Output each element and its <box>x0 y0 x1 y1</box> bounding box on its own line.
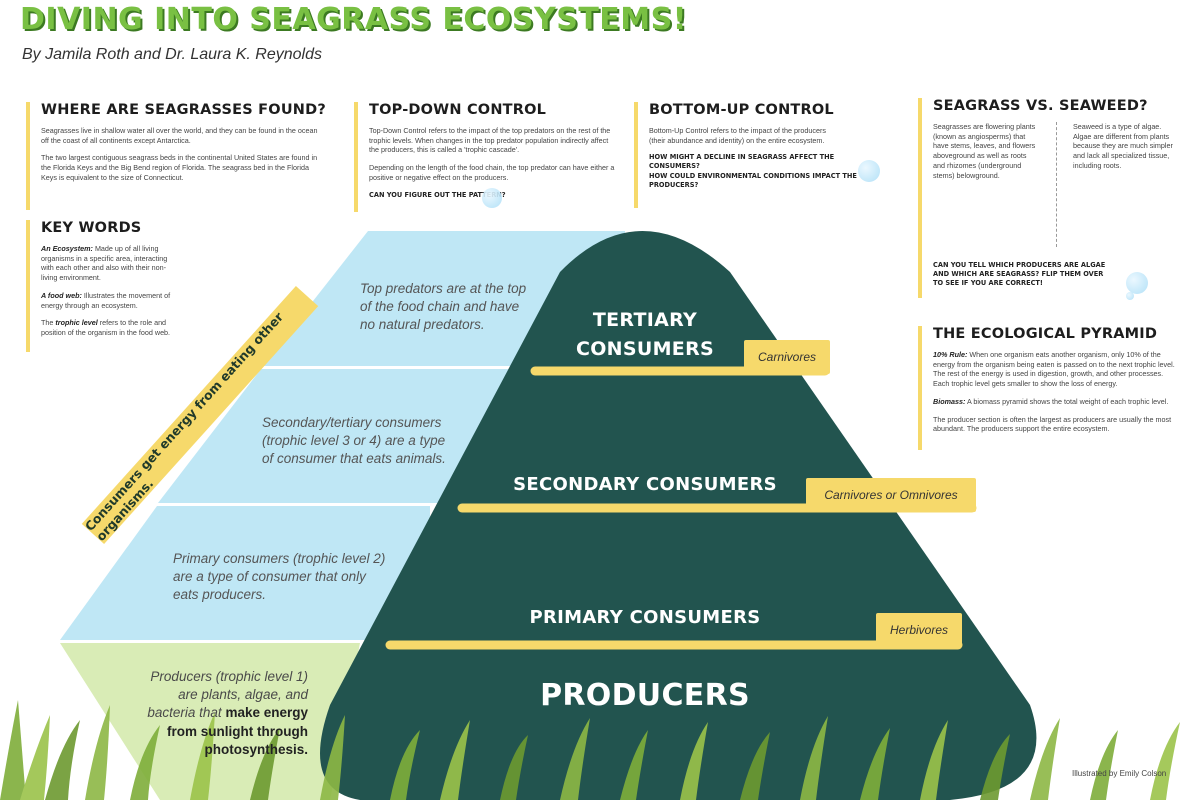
page-title: DIVING INTO SEAGRASS ECOSYSTEMS! <box>20 2 687 37</box>
band-primary <box>60 506 430 640</box>
biomass-term: Biomass: <box>933 396 966 406</box>
tertiary-label-line1: TERTIARY <box>592 309 698 331</box>
vs-columns: Seagrasses are flowering plants (known a… <box>933 122 1180 247</box>
keywords-title: KEY WORDS <box>41 220 142 236</box>
topdown-title: TOP-DOWN CONTROL <box>369 102 547 118</box>
keyword-ecosystem-def: Made up of all living organisms in a spe… <box>41 244 168 283</box>
vs-question: CAN YOU TELL WHICH PRODUCERS ARE ALGAE A… <box>933 261 1106 287</box>
bottomup-p1: Bottom-Up Control refers to the impact o… <box>649 126 826 145</box>
producers-description: Producers (trophic level 1) are plants, … <box>128 668 308 759</box>
tag-carnivores: Carnivores <box>744 340 830 374</box>
where-box: WHERE ARE SEAGRASSES FOUND? Seagrasses l… <box>26 102 326 210</box>
pyramid-info-p3: The producer section is often the larges… <box>933 414 1172 434</box>
bottomup-title: BOTTOM-UP CONTROL <box>649 102 834 118</box>
vs-title: SEAGRASS VS. SEAWEED? <box>933 98 1148 114</box>
seagrass-vs-seaweed-box: SEAGRASS VS. SEAWEED? Seagrasses are flo… <box>918 98 1180 298</box>
vs-seaweed-text: Seaweed is a type of algae. Algae are di… <box>1073 122 1173 170</box>
producers-desc-plain: Producers (trophic level 1) are plants, … <box>147 669 308 721</box>
band-producers <box>60 643 360 800</box>
bottomup-box: BOTTOM-UP CONTROL Bottom-Up Control refe… <box>634 102 874 208</box>
topdown-p1: Top-Down Control refers to the impact of… <box>369 126 611 155</box>
pyramid-info-title: THE ECOLOGICAL PYRAMID <box>933 326 1158 342</box>
primary-label: PRIMARY CONSUMERS <box>529 607 761 628</box>
keywords-box: KEY WORDS An Ecosystem: Made up of all l… <box>26 220 176 352</box>
keyword-trophic-pre: The <box>41 318 54 328</box>
grass-decoration <box>0 700 1180 800</box>
tag-herbivores: Herbivores <box>876 613 962 647</box>
tag-carnivores-omnivores: Carnivores or Omnivores <box>806 478 976 512</box>
keyword-foodweb-term: A food web: <box>41 290 82 300</box>
bubble-icon <box>858 160 880 182</box>
tertiary-description: Top predators are at the top of the food… <box>360 281 527 333</box>
secondary-label: SECONDARY CONSUMERS <box>513 474 777 495</box>
vs-seagrass-text: Seagrasses are flowering plants (known a… <box>933 122 1036 180</box>
vs-divider <box>1056 122 1057 247</box>
keyword-trophic-def: refers to the role and position of the o… <box>41 318 171 338</box>
where-p1: Seagrasses live in shallow water all ove… <box>41 126 318 145</box>
where-p2: The two largest contiguous seagrass beds… <box>41 153 318 182</box>
keyword-foodweb-def: Illustrates the movement of energy throu… <box>41 290 171 310</box>
secondary-description: Secondary/tertiary consumers (trophic le… <box>262 415 446 467</box>
primary-description: Primary consumers (trophic level 2) are … <box>173 551 386 603</box>
topdown-box: TOP-DOWN CONTROL Top-Down Control refers… <box>354 102 620 212</box>
keyword-ecosystem-term: An Ecosystem: <box>41 244 93 253</box>
bottomup-question-2: HOW COULD ENVIRONMENTAL CONDITIONS IMPAC… <box>649 172 857 190</box>
producers-desc-bold: make energy from sunlight through photos… <box>167 705 308 757</box>
tertiary-label-line2: CONSUMERS <box>575 338 714 361</box>
bubble-icon <box>482 188 502 208</box>
keyword-trophic-term: trophic level <box>55 318 98 328</box>
ecological-pyramid-box: THE ECOLOGICAL PYRAMID 10% Rule: When on… <box>918 326 1180 450</box>
bottomup-question-1: HOW MIGHT A DECLINE IN SEAGRASS AFFECT T… <box>649 153 835 171</box>
rule-def: When one organism eats another organism,… <box>933 350 1175 389</box>
where-title: WHERE ARE SEAGRASSES FOUND? <box>41 102 326 118</box>
tertiary-label: TERTIARY CONSUMERS <box>560 306 730 365</box>
topdown-question: CAN YOU FIGURE OUT THE PATTERN? <box>369 190 506 199</box>
pyramid-body <box>320 231 1037 800</box>
band-secondary <box>158 369 510 503</box>
bubble-icon <box>1126 272 1148 294</box>
illustration-credit: Illustrated by Emily Colson <box>1072 769 1167 778</box>
bubble-icon <box>1126 292 1134 300</box>
topdown-p2: Depending on the length of the food chai… <box>369 163 615 182</box>
biomass-def: A biomass pyramid shows the total weight… <box>966 396 1169 406</box>
producers-label: PRODUCERS <box>540 678 750 713</box>
byline: By Jamila Roth and Dr. Laura K. Reynolds <box>22 46 322 63</box>
rule-term: 10% Rule: <box>933 350 968 359</box>
